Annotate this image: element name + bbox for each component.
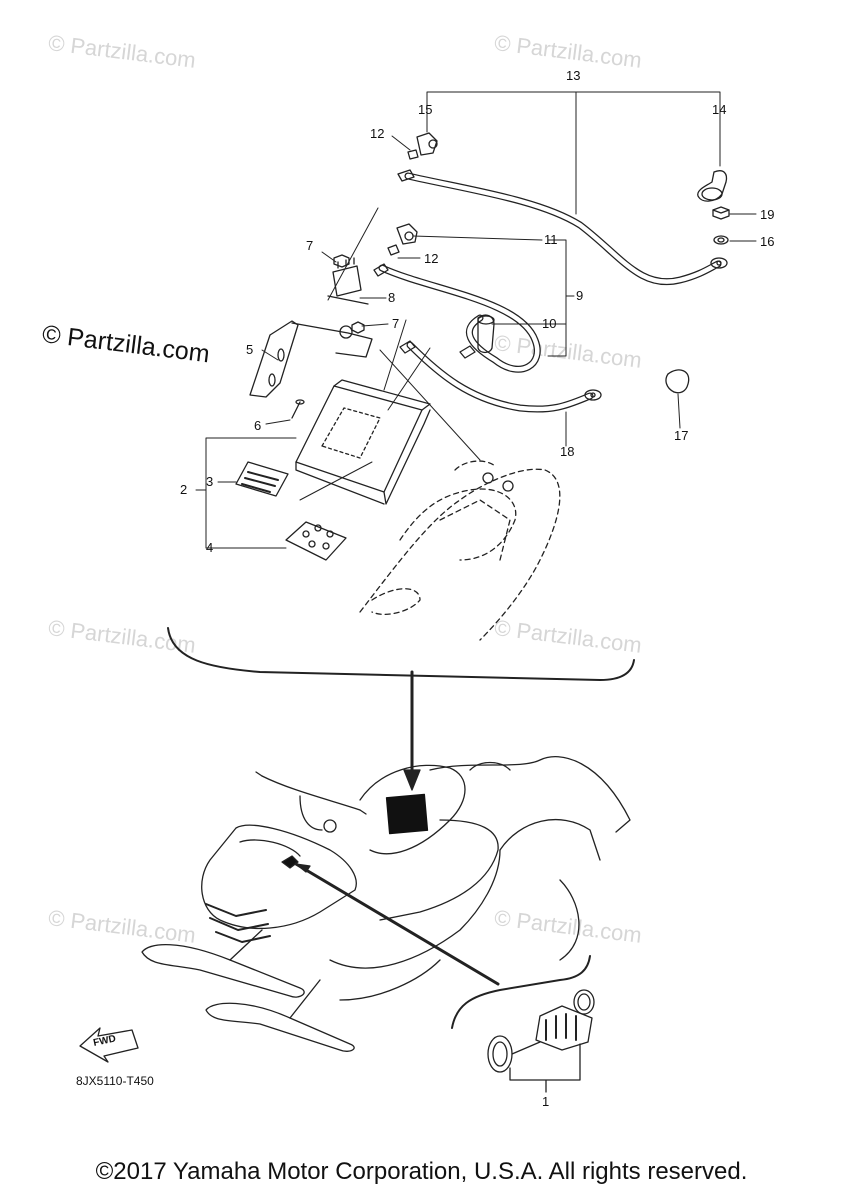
snowmobile-illustration bbox=[141, 756, 631, 1052]
callout-13: 13 bbox=[566, 68, 580, 83]
battery-cable-13 bbox=[397, 169, 728, 286]
callout-15: 15 bbox=[418, 102, 432, 117]
chassis-outline bbox=[359, 460, 561, 641]
bolt-6 bbox=[291, 399, 305, 419]
washer-16 bbox=[713, 235, 729, 245]
copyright-notice: ©2017 Yamaha Motor Corporation, U.S.A. A… bbox=[95, 1158, 748, 1185]
callout-14: 14 bbox=[712, 102, 726, 117]
battery-cable-18 bbox=[399, 340, 602, 413]
callout-1: 1 bbox=[542, 1094, 549, 1109]
callout-leaders bbox=[195, 91, 757, 549]
fwd-arrow-icon bbox=[79, 1027, 139, 1063]
callout-12-lower: 12 bbox=[424, 251, 438, 266]
nut-19 bbox=[712, 206, 730, 220]
battery-bolt-set-4 bbox=[285, 521, 347, 561]
callout-10: 10 bbox=[542, 316, 556, 331]
callout-labels: 13 15 14 12 19 16 11 7 12 8 9 10 7 5 6 1… bbox=[92, 68, 774, 1109]
sleeve-12 bbox=[407, 149, 419, 160]
battery-bracket-5 bbox=[249, 320, 373, 398]
callout-19: 19 bbox=[760, 207, 774, 222]
callout-4: 4 bbox=[206, 540, 213, 555]
callout-3: 3 bbox=[206, 474, 213, 489]
callout-7-lower: 7 bbox=[392, 316, 399, 331]
band-clamp-17 bbox=[665, 369, 690, 394]
callout-11: 11 bbox=[544, 232, 558, 247]
callout-6: 6 bbox=[254, 418, 261, 433]
fwd-label: FWD bbox=[92, 1033, 117, 1048]
callout-18: 18 bbox=[560, 444, 574, 459]
callout-5: 5 bbox=[246, 342, 253, 357]
terminal-cap-14 bbox=[697, 170, 728, 202]
cable-assembly-9 bbox=[373, 263, 541, 373]
diagram-code: 8JX5110-T450 bbox=[76, 1074, 154, 1088]
terminal-cap-11 bbox=[396, 223, 418, 245]
battery-2 bbox=[295, 379, 431, 505]
terminal-cap-15 bbox=[416, 132, 438, 156]
callout-17: 17 bbox=[674, 428, 688, 443]
battery-label-3 bbox=[235, 461, 289, 497]
callout-7: 7 bbox=[306, 238, 313, 253]
callout-9: 9 bbox=[576, 288, 583, 303]
terminal-cap-10 bbox=[477, 314, 495, 354]
dc-socket-1 bbox=[487, 989, 595, 1093]
callout-16: 16 bbox=[760, 234, 774, 249]
callout-8: 8 bbox=[388, 290, 395, 305]
sleeve-12-lower bbox=[387, 244, 400, 256]
nut-7-upper bbox=[333, 254, 350, 268]
callout-2: 2 bbox=[180, 482, 187, 497]
callout-12: 12 bbox=[370, 126, 384, 141]
nut-7-lower bbox=[351, 321, 365, 334]
